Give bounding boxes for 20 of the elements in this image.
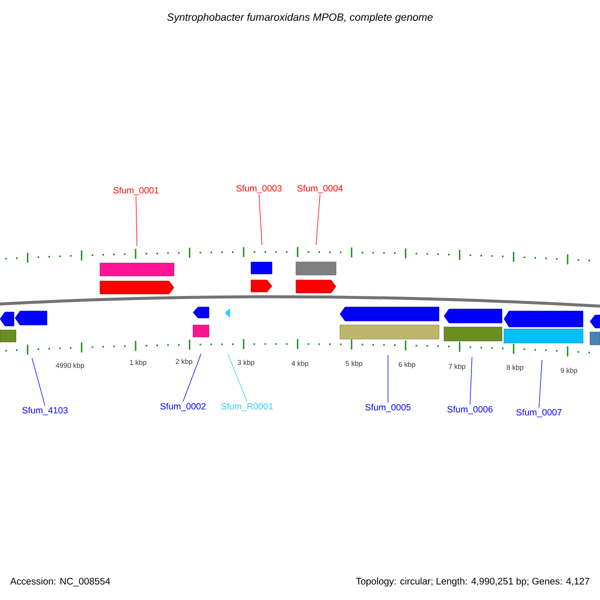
leader-line — [136, 196, 138, 246]
title: Syntrophobacter fumaroxidans MPOB, complete genome — [167, 13, 433, 23]
leader-line — [258, 194, 262, 246]
leader-line — [32, 358, 46, 406]
gene-label: Sfum_0004 — [297, 184, 343, 194]
gene-label: Sfum_0002 — [160, 402, 206, 412]
gene-label: Sfum_0005 — [365, 404, 411, 412]
genome-info-text: Topology: circular; Length: 4,990,251 bp; Genes: 4,127 — [356, 578, 590, 586]
gene-label: Sfum_0001 — [113, 186, 159, 196]
gene-label: Sfum_0003 — [236, 184, 282, 194]
leader-line — [538, 360, 542, 408]
leader-line — [182, 354, 202, 402]
gene-label: Sfum_0007 — [516, 408, 562, 418]
leader-line — [470, 356, 472, 405]
leader-line — [316, 194, 320, 246]
gene-label: Sfum_0006 — [447, 406, 493, 414]
gene-label: Sfum_4103 — [22, 406, 68, 416]
accession-text: Accession: NC_008554 — [10, 578, 110, 586]
leader-line — [228, 354, 248, 402]
gene-label: Sfum_R0001 — [221, 402, 273, 412]
